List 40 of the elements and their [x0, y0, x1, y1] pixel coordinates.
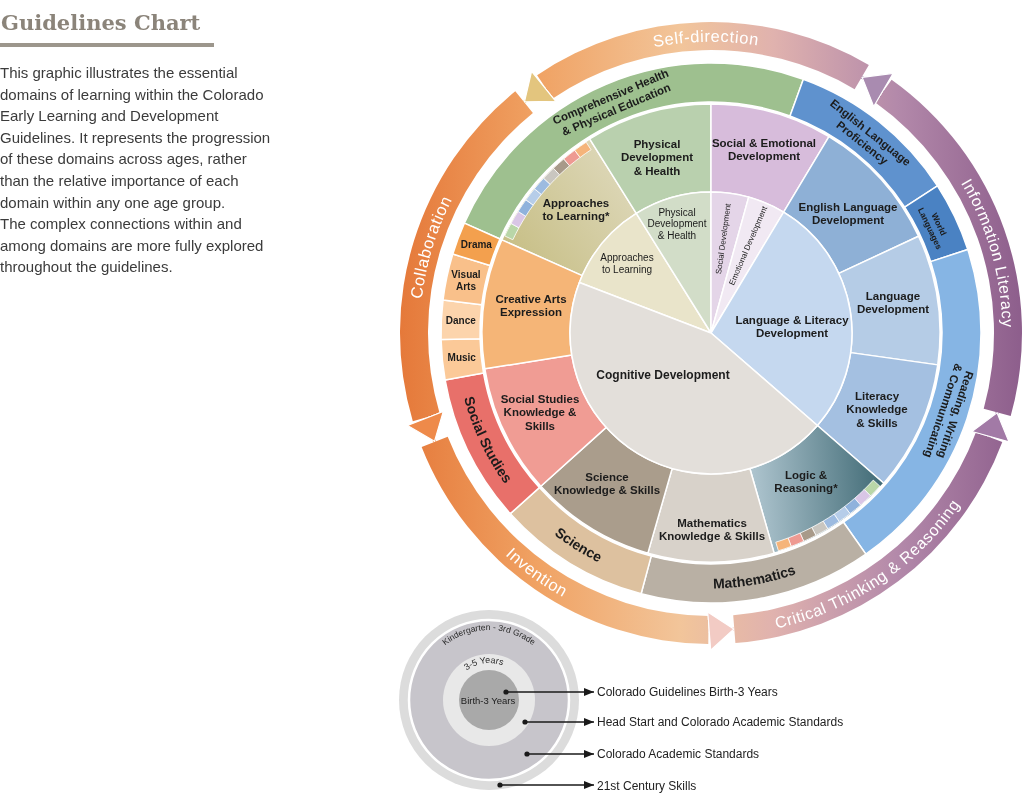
- standard-label: Head Start and Colorado Academic Standards: [597, 715, 844, 729]
- cycle-arrow: [860, 73, 894, 108]
- age-label: 3-5 Years: [462, 654, 506, 673]
- standard-label: Colorado Academic Standards: [597, 747, 760, 761]
- leader-arrow: [497, 781, 595, 789]
- segment-label: Logic & Reasoning*: [774, 468, 838, 494]
- intro-paragraph: This graphic illustrates the essential domains of learning within the Colorado Early Learning and Development Guidelines. It represents the progression of these domains across ages, rather than the relative importance of each domain within any one age group.: [0, 63, 272, 213]
- leader-arrow: [522, 718, 595, 726]
- segment-label: Science Knowledge & Skills: [553, 470, 661, 496]
- cycle-arrow: [523, 70, 557, 104]
- standard-label: Colorado Guidelines Birth-3 Years: [597, 685, 778, 699]
- segment-label: Mathematics Knowledge & Skills: [658, 516, 766, 542]
- ring-label: Mathematics: [712, 561, 798, 592]
- segment-label: Visual Arts: [451, 269, 481, 292]
- segment-label: Literacy Knowledge & Skills: [846, 390, 908, 429]
- segment-label: Approaches to Learning*: [542, 196, 610, 222]
- segment-label: Approaches to Learning: [600, 252, 654, 275]
- segment-label: Social & Emotional Development: [711, 136, 817, 162]
- segment-label: Physical Development & Health: [620, 138, 694, 177]
- chart-title: Guidelines Chart: [1, 10, 201, 36]
- segment-label: Social Studies Knowledge & Skills: [500, 393, 580, 432]
- segment-label: Creative Arts Expression: [495, 292, 567, 318]
- skill-label: Self-direction: [651, 26, 761, 51]
- standard-label: 21st Century Skills: [597, 779, 697, 793]
- segment-label: Drama: [460, 239, 492, 251]
- cycle-arrow: [971, 411, 1010, 443]
- leader-arrow: [503, 688, 595, 696]
- segment-label: Physical Development & Health: [647, 206, 707, 241]
- cycle-arrow: [707, 611, 735, 651]
- intro-paragraph: The complex connections within and among domains are more fully explored throughout the guidelines.: [0, 214, 265, 278]
- segment-label: Cognitive Development: [596, 368, 730, 383]
- segment-label: English Language Development: [798, 200, 898, 226]
- cycle-arrow: [407, 410, 445, 443]
- leader-arrow: [524, 750, 595, 758]
- age-label: Birth-3 Years: [460, 695, 516, 707]
- segment-label: Social Development: [714, 203, 733, 275]
- segment-label: Dance: [445, 314, 476, 326]
- segment-label: Language Development: [856, 289, 930, 315]
- segment-label: Language & Literacy Development: [735, 313, 849, 339]
- segment-label: Music: [447, 352, 476, 364]
